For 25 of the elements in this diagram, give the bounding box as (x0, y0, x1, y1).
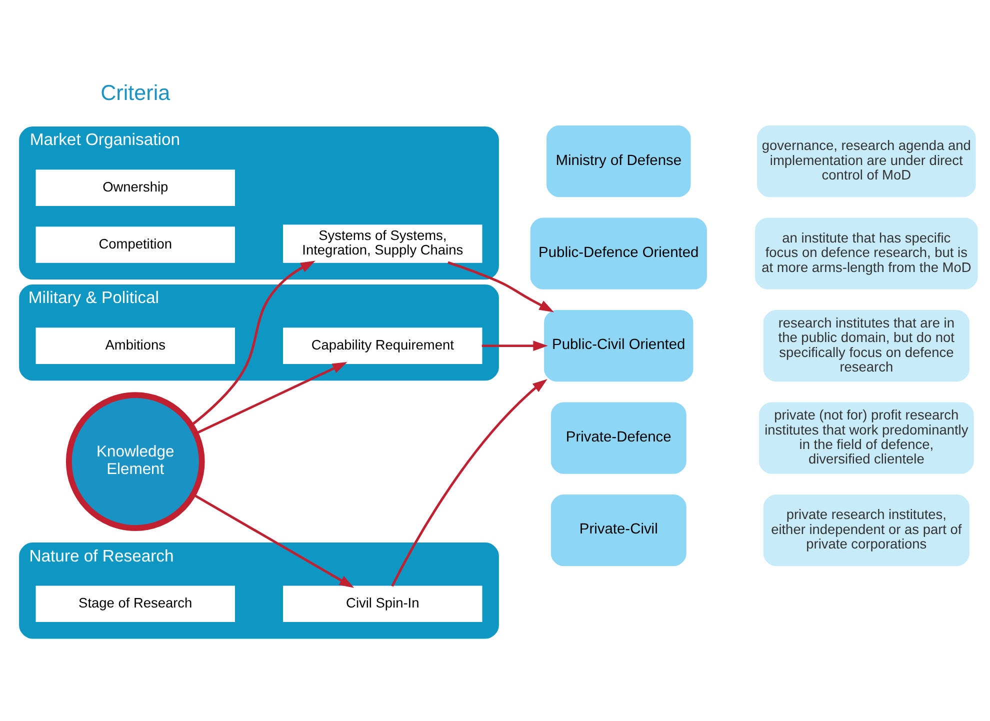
node-box: Ownership (36, 169, 235, 206)
arrow (196, 362, 348, 434)
label: Criteria (100, 80, 170, 105)
node-box: Public-Defence Oriented (530, 217, 707, 289)
node-circle: Knowledge Element (66, 392, 205, 531)
node-box: private research institutes, either independent or as part of private corporations (763, 494, 970, 566)
node-box: Ambitions (36, 327, 235, 364)
arrow (190, 260, 316, 426)
node-box: Ministry of Defense (546, 125, 691, 197)
node-box: Private-Civil (550, 494, 686, 566)
node-box: Systems of Systems, Integration, Supply Chains (283, 224, 482, 262)
node-box: private (not for) profit research institutes that work predominantly in the field of defence, diversified clientele (758, 402, 974, 474)
arrow (391, 378, 548, 586)
node-box: Competition (36, 226, 235, 262)
node-box: Civil Spin-In (283, 585, 482, 622)
node-box: an institute that has specific focus on defence research, but is at more arms-length from the MoD (755, 217, 978, 289)
arrow (192, 493, 354, 588)
node-box: Capability Requirement (283, 327, 482, 364)
arrow (482, 340, 548, 350)
node-box: Public-Civil Oriented (544, 309, 694, 382)
node-box: research institutes that are in the public domain, but do not specifically focus on defence research (763, 309, 970, 382)
node-box: Stage of Research (36, 585, 235, 622)
arrow (448, 260, 554, 312)
node-box: Private-Defence (550, 402, 686, 474)
node-box: governance, research agenda and implementation are under direct control of MoD (757, 125, 976, 197)
